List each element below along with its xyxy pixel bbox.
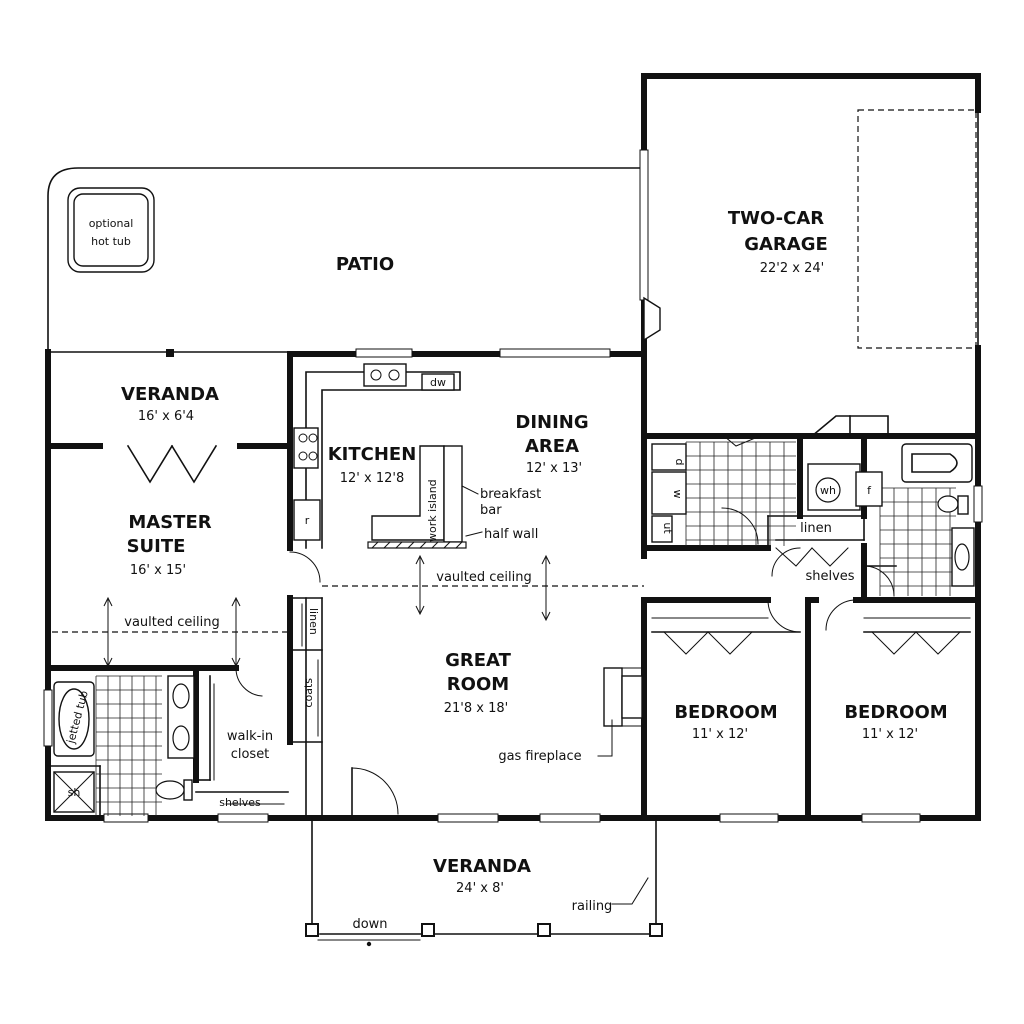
center-vaulted-label: vaulted ceiling (436, 570, 531, 585)
front-veranda-dimension: 24' x 8' (456, 881, 504, 896)
walk-in-label-line1: walk-in (227, 729, 273, 744)
master-label-line2: SUITE (127, 536, 186, 557)
bedroom-1-dimension: 11' x 12' (692, 727, 748, 742)
rear-veranda-label: VERANDA (121, 384, 219, 405)
utility-sink-label: ut (661, 522, 674, 534)
bedroom-2-label: BEDROOM (844, 702, 947, 723)
half-wall-label: half wall (484, 527, 538, 542)
garage-walls (639, 73, 981, 439)
rear-veranda-dimension: 16' x 6'4 (138, 409, 194, 424)
patio-label: PATIO (336, 254, 394, 275)
shelves-hall-label: shelves (805, 569, 854, 584)
kitchen-dimension: 12' x 12'8 (340, 471, 404, 486)
down-label: down (352, 917, 387, 932)
dining-dimension: 12' x 13' (526, 461, 582, 476)
walk-in-label-line2: closet (231, 747, 270, 762)
linen-hall-label: linen (800, 521, 832, 536)
exterior-walls (43, 348, 983, 823)
work-island-label: work island (426, 479, 439, 542)
front-veranda (305, 817, 663, 947)
gas-fireplace-label: gas fireplace (498, 749, 581, 764)
master-dimension: 16' x 15' (130, 563, 186, 578)
great-room-label-line2: ROOM (447, 674, 509, 695)
fixtures (53, 443, 975, 813)
breakfast-label: breakfast (480, 487, 541, 502)
kitchen-label: KITCHEN (328, 444, 417, 465)
bedroom-1-label: BEDROOM (674, 702, 777, 723)
furnace-label: f (867, 484, 872, 497)
coats-label: coats (302, 678, 315, 708)
railing-label: railing (572, 899, 613, 914)
master-label-line1: MASTER (128, 512, 211, 533)
master-vaulted-label: vaulted ceiling (124, 615, 219, 630)
washer-label: w (671, 490, 684, 499)
rear-veranda (126, 444, 218, 484)
dryer-label: d (673, 459, 686, 466)
shower-label: sh (68, 786, 81, 799)
front-veranda-label: VERANDA (433, 856, 531, 877)
garage-dimension: 22'2 x 24' (760, 261, 824, 276)
dining-label-line1: DINING (515, 412, 588, 433)
great-room-dimension: 21'8 x 18' (444, 701, 508, 716)
patio-area (47, 167, 645, 353)
water-heater-label: wh (820, 484, 836, 497)
garage-label-line1: TWO-CAR (728, 208, 824, 229)
fridge-label: r (305, 514, 310, 527)
dishwasher-label: dw (430, 376, 446, 389)
bedroom-2-dimension: 11' x 12' (862, 727, 918, 742)
interior-walls (45, 351, 981, 821)
hot-tub-label-line1: optional (89, 217, 134, 230)
shelves-master-label: shelves (219, 796, 261, 809)
garage-label-line2: GARAGE (744, 234, 828, 255)
kitchen-fixtures (293, 363, 483, 549)
linen-master-label: linen (307, 608, 320, 635)
hot-tub-label-line2: hot tub (91, 235, 131, 248)
bar-label: bar (480, 503, 502, 518)
dining-label-line2: AREA (525, 436, 579, 457)
great-room-label-line1: GREAT (445, 650, 511, 671)
